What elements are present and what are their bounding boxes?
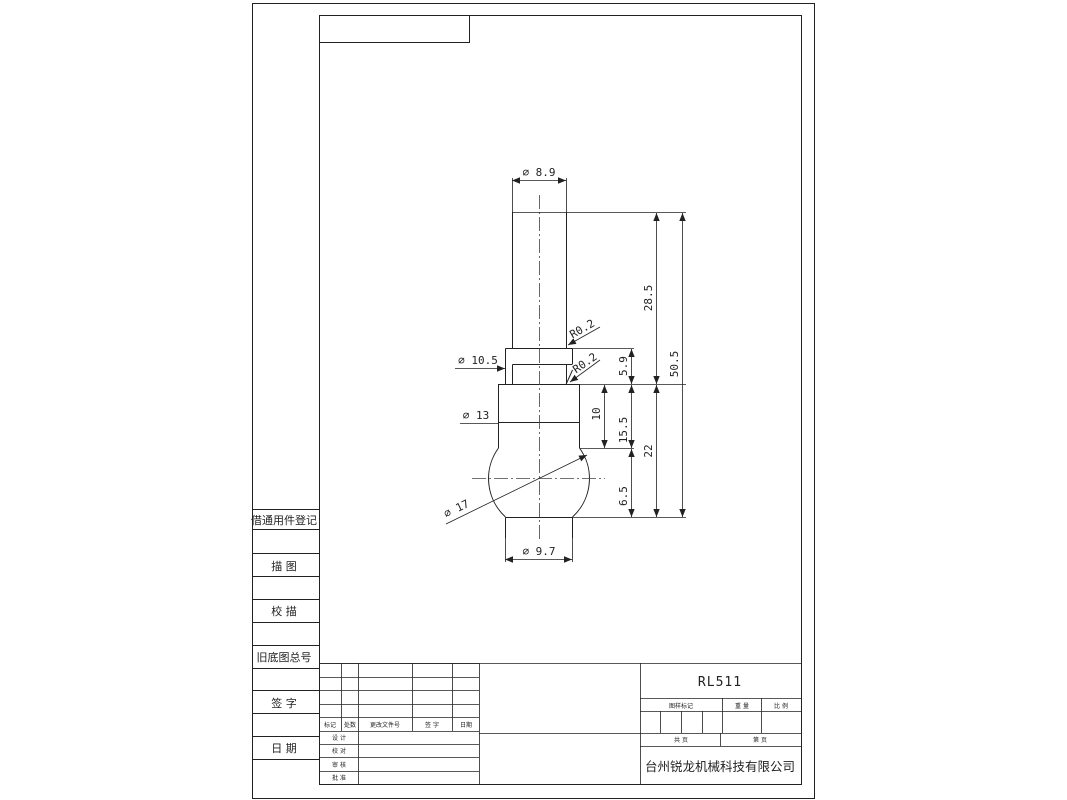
dim-len-22: 22 xyxy=(642,444,655,457)
dim-len-5-9: 5.9 xyxy=(617,356,630,376)
dim-radius-1: R0.2 xyxy=(568,317,597,342)
register-row-6: 日 期 xyxy=(271,742,297,755)
register-row-5: 签 字 xyxy=(271,696,297,710)
part-outline xyxy=(488,212,590,538)
left-register-column xyxy=(252,509,319,760)
dim-len-6-5: 6.5 xyxy=(617,486,630,506)
register-row-1: 借通用件登记 xyxy=(251,513,317,527)
dim-radius-2: R0.2 xyxy=(570,350,599,376)
register-row-2: 描 图 xyxy=(271,559,297,573)
dim-dia-top: ∅ 8.9 xyxy=(522,166,555,179)
extension-lines xyxy=(505,178,686,562)
role-design: 设 计 xyxy=(332,734,346,742)
dim-len-15-5: 15.5 xyxy=(617,417,630,444)
part-number: RL511 xyxy=(698,675,742,690)
rev-col-sign: 签 字 xyxy=(425,721,439,729)
register-row-3: 校 描 xyxy=(271,604,297,618)
register-row-4: 旧底图总号 xyxy=(257,650,312,664)
weight-label: 重 量 xyxy=(735,702,749,710)
drawing-mark-label: 图样标记 xyxy=(669,702,693,710)
scale-label: 比 例 xyxy=(774,702,788,710)
title-block xyxy=(319,663,801,747)
dim-dia-collar: ∅ 10.5 xyxy=(458,354,498,367)
inner-border xyxy=(319,15,802,785)
role-review: 审 核 xyxy=(332,761,346,769)
total-pages-label: 共 页 xyxy=(674,736,688,744)
sheet-number-label: 第 页 xyxy=(753,736,767,744)
dim-len-50-5: 50.5 xyxy=(668,351,681,378)
dim-dia-bottom: ∅ 9.7 xyxy=(522,545,555,558)
rev-col-count: 处数 xyxy=(344,721,356,729)
dim-dia-body: ∅ 13 xyxy=(463,409,490,422)
rev-col-date: 日期 xyxy=(460,721,472,729)
outer-border xyxy=(252,3,815,799)
dim-len-10: 10 xyxy=(590,407,603,420)
dim-dia-ball: ∅ 17 xyxy=(442,497,472,520)
role-check: 校 对 xyxy=(332,747,346,755)
dim-len-28-5: 28.5 xyxy=(642,285,655,312)
company-name: 台州锐龙机械科技有限公司 xyxy=(645,759,795,774)
rev-col-docno: 更改文件号 xyxy=(370,721,400,729)
rev-col-mark: 标记 xyxy=(324,721,336,729)
revision-table xyxy=(319,663,641,784)
dimension-lines xyxy=(445,177,686,563)
top-left-box xyxy=(319,15,470,43)
role-approve: 批 准 xyxy=(332,774,346,782)
